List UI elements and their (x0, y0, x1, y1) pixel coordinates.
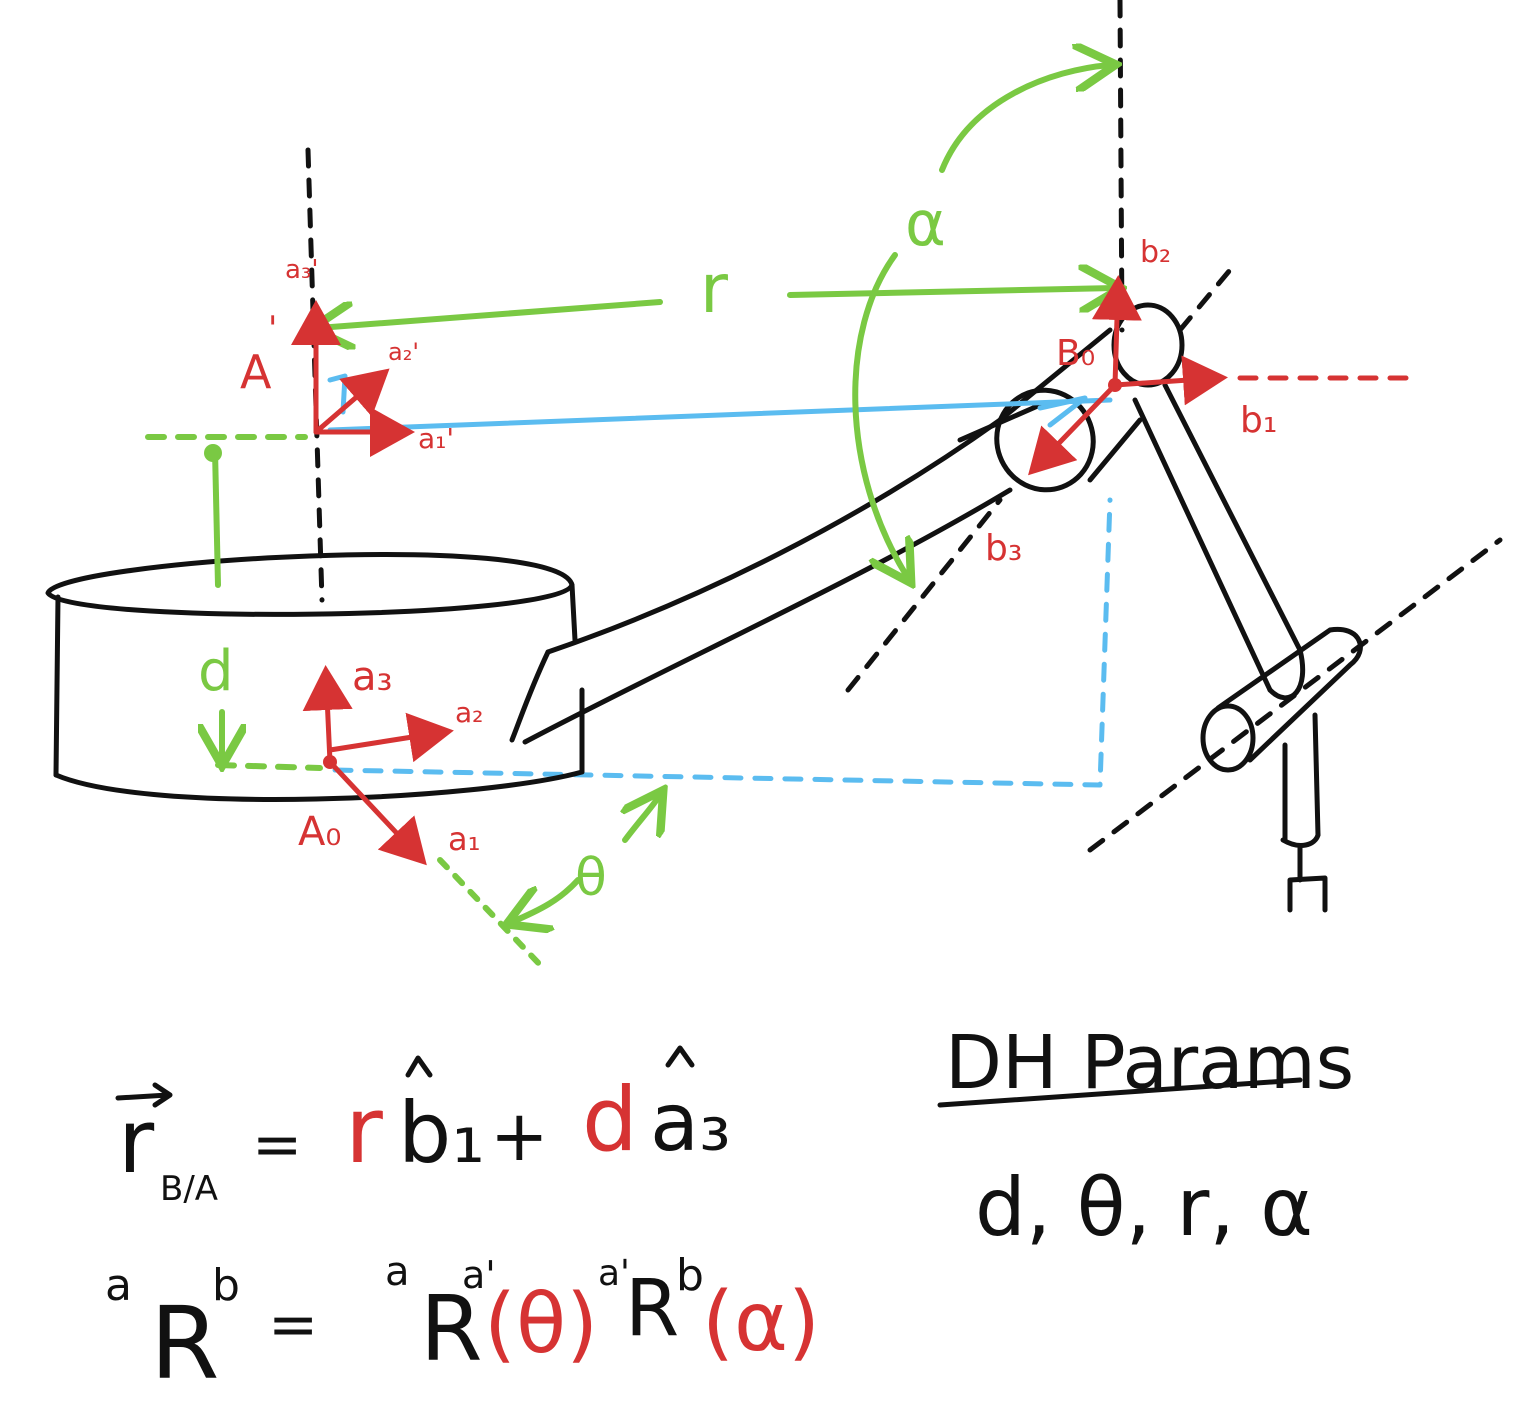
hat-b1 (405, 1055, 433, 1078)
dh-params-underline (937, 1077, 1303, 1108)
param-theta-arc (512, 795, 660, 922)
eq1-equals: = (252, 1110, 302, 1180)
z-axis-B-dashed (1117, 0, 1125, 333)
eq2-r1-arg: (θ) (484, 1277, 598, 1372)
label-a2: a₂ (455, 696, 483, 729)
dh-params-summary: DH Params d, θ, r, α (937, 1020, 1354, 1254)
base-cylinder (45, 552, 585, 802)
common-normal-line (327, 397, 1113, 433)
eq2-r2: R (625, 1264, 679, 1354)
eq2-r1-post: a' (462, 1253, 496, 1297)
eq2-r2-arg: (α) (702, 1275, 820, 1370)
label-A-prime: A (240, 345, 272, 399)
frame-B0-axes (1028, 275, 1228, 476)
b3-axis-dashed (845, 497, 1003, 693)
label-a1: a₁ (448, 820, 480, 858)
eq1-plus: + (490, 1095, 549, 1177)
arm-link-2 (1132, 382, 1363, 913)
reference-lines (145, 0, 1503, 973)
blue-small-z (1037, 395, 1088, 428)
label-a1-prime: a₁' (418, 422, 454, 455)
eq1-term2-vec: a₃ (650, 1076, 731, 1169)
base-level-dashed (215, 762, 323, 771)
eq2-r1: R (420, 1277, 483, 1382)
eq1-term2-coef: d (582, 1068, 638, 1171)
dh-params-title: DH Params (945, 1020, 1354, 1106)
eq1-lhs: r (118, 1090, 155, 1193)
param-alpha-arc (852, 65, 1110, 578)
eq1-term1-vec: b₁ (398, 1084, 485, 1182)
eq2-lhs-pre: a (105, 1260, 132, 1311)
label-param-r: r (700, 250, 728, 329)
label-param-d: d (198, 639, 234, 704)
label-b1: b₁ (1240, 400, 1277, 441)
label-B0: B₀ (1056, 333, 1095, 374)
eq2-lhs: R (150, 1285, 219, 1402)
eq2-r2-pre: a' (598, 1253, 630, 1294)
label-a2-prime: a₂' (388, 338, 419, 366)
label-param-alpha: α (905, 187, 946, 260)
frame-A0-axes (302, 665, 454, 866)
eq2-lhs-post: b (212, 1260, 240, 1311)
label-A0: A₀ (298, 809, 341, 855)
label-a3-prime: a₃' (285, 255, 319, 285)
arm-link-1 (509, 402, 1043, 745)
equation-rotation: a R b = a R a' (θ) a' R b (α) (105, 1249, 820, 1402)
label-param-theta: θ (575, 848, 607, 908)
eq2-r1-pre: a (385, 1249, 410, 1295)
param-r-arrow (318, 288, 1115, 328)
equation-position: r B/A = r b₁ + d a₃ (115, 1045, 731, 1209)
param-d-arrow (204, 444, 222, 760)
projection-blue-dashed (332, 497, 1113, 788)
dh-params-list: d, θ, r, α (975, 1161, 1313, 1254)
eq1-lhs-sub: B/A (160, 1169, 218, 1209)
vector-arrow-over-r (115, 1082, 173, 1108)
a1-axis-ext-dashed (437, 857, 548, 973)
label-b2: b₂ (1140, 235, 1171, 270)
label-a3: a₃ (352, 654, 393, 700)
eq2-r2-post: b (676, 1250, 704, 1301)
diagram-labels: A ' a₃' a₂' a₁' A₀ a₃ a₂ a₁ B₀ b₁ b₃ b₂ … (198, 187, 1277, 908)
hat-a3 (665, 1045, 695, 1068)
label-b3: b₃ (985, 528, 1022, 569)
eq1-term1-coef: r (345, 1077, 383, 1184)
robot-back-diagonal-dashed (1177, 267, 1233, 333)
eq2-equals: = (268, 1290, 318, 1360)
label-A-prime-mark: ' (268, 309, 277, 349)
frame-A-prime-axes (291, 300, 415, 457)
